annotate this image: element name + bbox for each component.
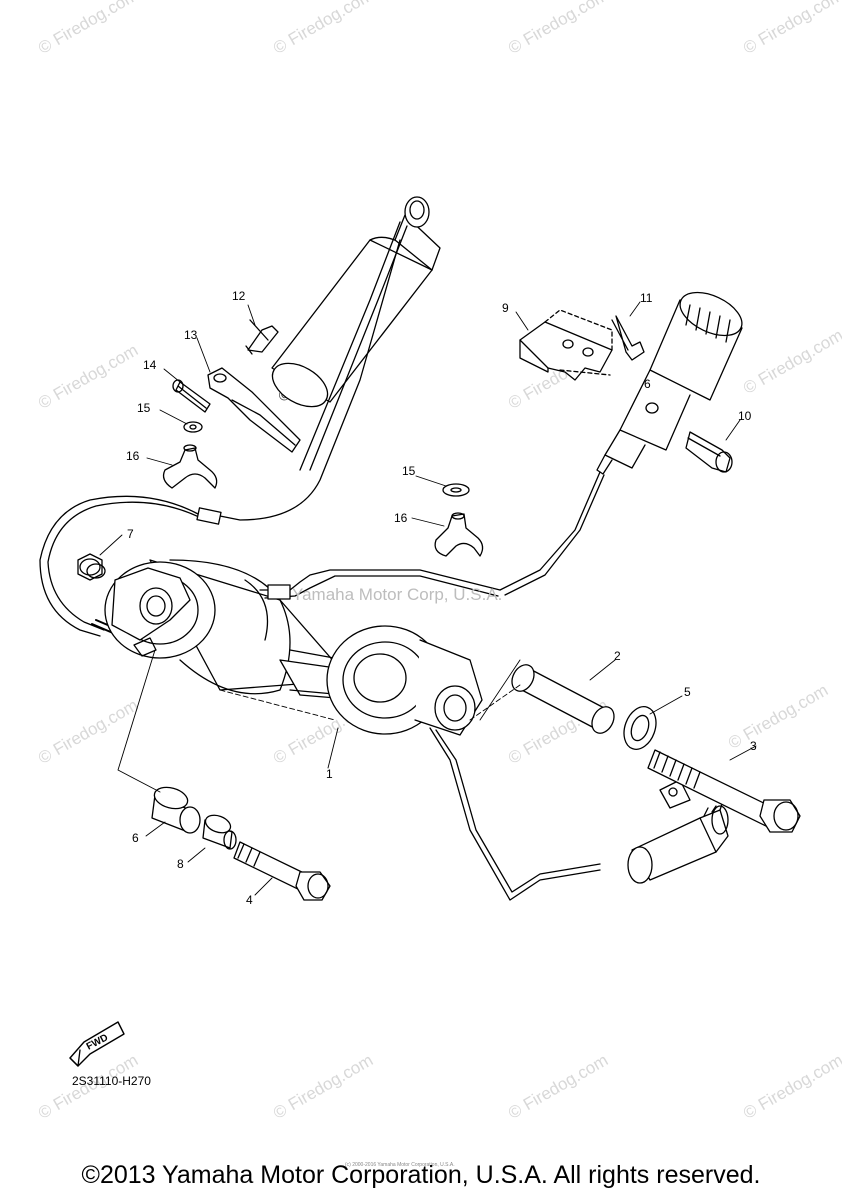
tiny-print: (c) 2000-2016 Yamaha Motor Corporation, … bbox=[345, 1162, 455, 1168]
washer-5 bbox=[623, 706, 657, 750]
callout-12: 12 bbox=[232, 289, 246, 303]
bushing-8 bbox=[202, 814, 237, 850]
diagram-part-code: 2S31110-H270 bbox=[72, 1074, 151, 1088]
callout-3: 3 bbox=[750, 739, 757, 753]
callout-1: 1 bbox=[326, 767, 333, 781]
shock-lower-eye bbox=[326, 625, 601, 901]
callout-6-upper: 6 bbox=[644, 377, 651, 391]
adjuster-bracket bbox=[519, 309, 645, 381]
remote-reservoir bbox=[271, 196, 441, 471]
bolt-10 bbox=[685, 431, 733, 473]
nut-7 bbox=[77, 553, 106, 581]
bolt-4 bbox=[233, 841, 331, 901]
collar-6 bbox=[151, 786, 201, 834]
bolt-3 bbox=[647, 749, 801, 833]
leader-lines bbox=[99, 301, 757, 896]
callout-14: 14 bbox=[143, 358, 157, 372]
callout-4: 4 bbox=[246, 893, 253, 907]
callout-8: 8 bbox=[177, 857, 184, 871]
callout-13: 13 bbox=[184, 328, 198, 342]
hose-clip-right bbox=[434, 483, 484, 557]
callout-2: 2 bbox=[614, 649, 621, 663]
preload-adjuster bbox=[627, 779, 729, 884]
fwd-arrow-icon bbox=[69, 1021, 125, 1067]
callout-16-right: 16 bbox=[394, 511, 408, 525]
hose-clip-left bbox=[162, 379, 218, 489]
callout-6-lower: 6 bbox=[132, 831, 139, 845]
callout-9: 9 bbox=[502, 301, 509, 315]
callout-15-right: 15 bbox=[402, 464, 416, 478]
callout-16-left: 16 bbox=[126, 449, 140, 463]
callout-10: 10 bbox=[738, 409, 752, 423]
callout-11: 11 bbox=[640, 291, 653, 305]
reservoir-bracket bbox=[207, 319, 301, 453]
callout-5: 5 bbox=[684, 685, 691, 699]
damping-adjuster bbox=[499, 291, 743, 596]
collar-2 bbox=[511, 664, 615, 734]
copyright-notice: ©2013 Yamaha Motor Corporation, U.S.A. A… bbox=[81, 1161, 761, 1189]
center-watermark: Yamaha Motor Corp, U.S.A. bbox=[292, 585, 503, 604]
callout-15-left: 15 bbox=[137, 401, 151, 415]
callout-7: 7 bbox=[127, 527, 134, 541]
